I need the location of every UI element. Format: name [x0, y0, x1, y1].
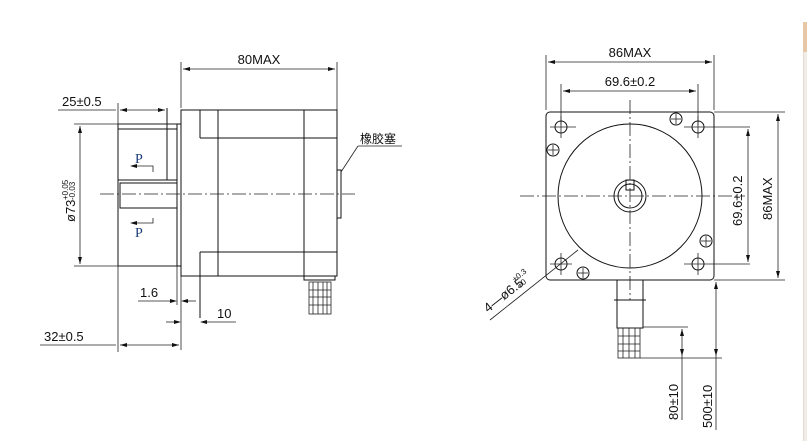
section-marker-p-top: P: [135, 152, 143, 167]
mount-hole-tl: [550, 116, 576, 138]
width-86max-label: 86MAX: [609, 45, 652, 60]
front-view: 86MAX 69.6±0.2: [481, 45, 785, 430]
section-marker-p-bottom: P: [135, 226, 143, 241]
lead-80-label: 80±10: [666, 384, 681, 420]
flange-thickness-label: 1.6: [140, 285, 158, 300]
screw-icon: [576, 266, 590, 280]
shaft-length-label: 25±0.5: [62, 94, 102, 109]
screw-icon: [669, 112, 683, 126]
rubber-plug-label: 橡胶塞: [360, 131, 396, 146]
connector-front: [617, 327, 641, 359]
lead-500-label: 500±10: [700, 385, 715, 428]
flange-diameter-tol-lower: -0.03: [68, 181, 77, 200]
flange-diameter-tol-upper: +0.05: [61, 179, 70, 200]
shaft-total-label: 32±0.5: [44, 329, 84, 344]
hole-spacing-v-label: 69.6±0.2: [730, 175, 745, 226]
mount-hole-br: [684, 253, 750, 275]
mount-hole-tr: [684, 116, 750, 138]
flange-diameter-label: ø73: [63, 200, 78, 222]
boss-length-label: 10: [217, 306, 231, 321]
connector-side: [308, 281, 332, 315]
window-edge-accent: [803, 22, 807, 52]
hole-spacing-h-label: 69.6±0.2: [605, 74, 656, 89]
screw-icon: [546, 143, 560, 157]
length-80max-label: 80MAX: [238, 52, 281, 67]
height-86max-label: 86MAX: [760, 177, 775, 220]
window-edge-strip: [803, 22, 807, 441]
side-view: 80MAX 橡胶塞 P P: [40, 52, 402, 352]
screw-icon: [699, 234, 713, 248]
